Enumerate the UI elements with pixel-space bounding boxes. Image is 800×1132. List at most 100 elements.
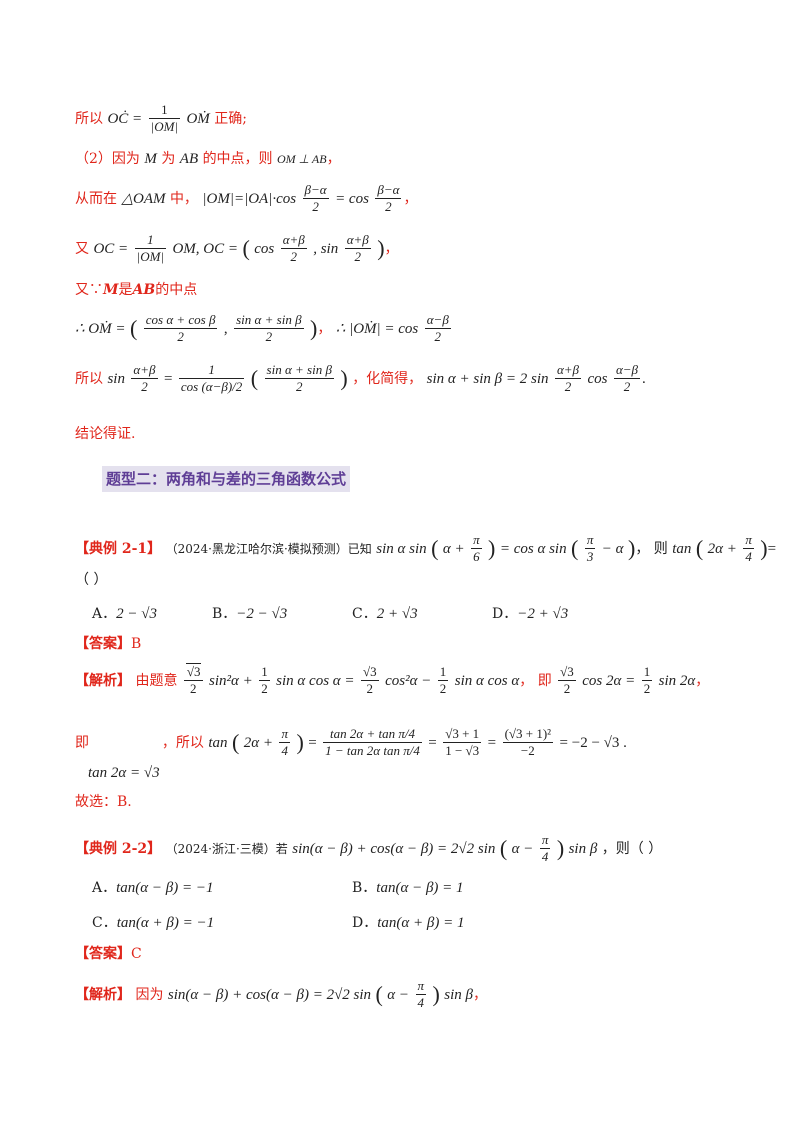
text-by-title: 由题意	[135, 672, 178, 689]
math: AB	[179, 151, 199, 167]
tan-2a: tan 2α = √3	[88, 764, 160, 782]
paren-blank: （ ）	[75, 572, 108, 588]
math-frac: (√3 + 1)²−2	[502, 726, 554, 759]
math: sin β	[568, 840, 598, 857]
paren: (	[571, 535, 579, 561]
math: sin α + sin β = 2 sin	[426, 370, 549, 387]
answer-value: B	[131, 636, 142, 652]
option-letter: A．	[92, 606, 117, 622]
paren: (	[250, 365, 259, 391]
math: OĊ =	[107, 110, 143, 127]
math: 2α +	[243, 734, 274, 751]
line-oc-eq: 所以 OĊ = 1|OM| OṀ 正确;	[75, 102, 247, 136]
math: cos	[254, 240, 275, 257]
math: cos 2α =	[582, 672, 636, 689]
answer-value: C	[131, 946, 142, 962]
math: sin(α − β) + cos(α − β) = 2√2 sin	[292, 840, 496, 857]
option-expr: 2 − √3	[116, 606, 157, 622]
math: , sin	[313, 240, 339, 257]
example-2-1-question: 【典例 2-1】 （2024·黑龙江哈尔滨·模拟预测）已知 sin α sin …	[75, 532, 777, 565]
example-source: （2024·浙江·三模）若	[165, 841, 288, 856]
analysis-label: 【解析】	[75, 986, 131, 1003]
option-a: A．tan(α − β) = −1	[92, 877, 214, 897]
option-d: D．tan(α + β) = 1	[352, 912, 464, 932]
answer-1: 【答案】B	[75, 636, 141, 653]
text-conclusion: 结论得证.	[75, 426, 136, 442]
analysis-label: 【解析】	[75, 672, 131, 689]
answer-label: 【答案】	[75, 636, 131, 652]
paren: )	[432, 981, 440, 1007]
paren: (	[129, 315, 138, 341]
paren: (	[231, 729, 240, 755]
math: α +	[442, 540, 465, 557]
text-p2b: 为	[161, 151, 176, 167]
math: − α	[601, 540, 624, 557]
paren: )	[377, 235, 385, 261]
text-so: 所以	[75, 110, 103, 127]
math: 2α +	[707, 540, 737, 557]
math: sin α sin	[376, 540, 427, 557]
math: |OM|=|OA|·cos	[202, 190, 297, 207]
option-letter: B．	[212, 606, 237, 622]
math: sin α cos α =	[276, 672, 355, 689]
math: = cos α sin	[499, 540, 567, 557]
paren: )	[556, 835, 565, 861]
option-expr: tan(α + β) = −1	[116, 915, 215, 931]
text-then: 则	[653, 540, 668, 557]
math: sin²α +	[209, 672, 253, 689]
option-expr: 2 + √3	[376, 606, 418, 622]
math: ∴ |OṀ| = cos	[335, 320, 419, 337]
math: tan 2α = √3	[88, 765, 160, 781]
math: OM, OC =	[172, 240, 238, 257]
option-c: C．2 + √3	[352, 603, 418, 623]
math: α −	[511, 840, 534, 857]
paren: )	[296, 729, 304, 755]
option-letter: C．	[92, 915, 117, 931]
analysis-2: 【解析】 因为 sin(α − β) + cos(α − β) = 2√2 si…	[75, 978, 487, 1011]
option-expr: tan(α + β) = 1	[377, 915, 465, 931]
text-so: 所以	[75, 370, 103, 387]
text-again: 又	[75, 240, 89, 257]
option-expr: tan(α − β) = 1	[376, 880, 464, 896]
option-b: B．−2 − √3	[212, 603, 287, 623]
option-a: A．2 − √3	[92, 603, 157, 623]
math: tan	[672, 540, 692, 557]
text-is: 是	[118, 282, 133, 298]
paren: (	[431, 535, 439, 561]
math: cos	[587, 370, 608, 387]
text-simplify: ，化简得，	[352, 370, 423, 387]
math: OṀ	[186, 110, 210, 127]
paren: (	[499, 835, 508, 861]
math: M	[144, 151, 157, 167]
section-title: 题型二：两角和与差的三角函数公式	[102, 466, 351, 492]
text-thus: 从而在	[75, 190, 117, 207]
math: α −	[387, 986, 410, 1003]
option-expr: −2 − √3	[236, 606, 288, 622]
choose-1: 故选：B.	[75, 794, 132, 810]
option-b: B．tan(α − β) = 1	[352, 877, 464, 897]
option-expr: tan(α − β) = −1	[116, 880, 214, 896]
